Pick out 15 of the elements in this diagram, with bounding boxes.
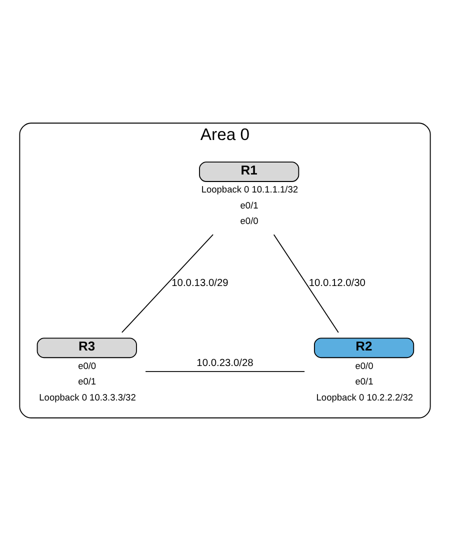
node-label: e0/0 [240, 216, 258, 226]
connector [121, 234, 214, 333]
node-label: Loopback 0 10.1.1.1/32 [201, 184, 298, 195]
node-label: e0/1 [355, 376, 374, 387]
node-label: Loopback 0 10.2.2.2/32 [316, 392, 414, 402]
edge-label: 10.0.13.0/29 [172, 278, 228, 290]
node-label: e0/0 [78, 360, 96, 371]
node-label: e0/0 [355, 360, 374, 371]
connector [273, 234, 339, 333]
edge-label: 10.0.12.0/30 [308, 278, 366, 290]
node-label: e0/1 [78, 376, 96, 387]
connector [145, 371, 305, 372]
node-label: Loopback 0 10.3.3.3/32 [39, 392, 136, 402]
edge-label: 10.0.23.0/28 [196, 358, 254, 369]
node-label: e0/1 [240, 200, 258, 210]
